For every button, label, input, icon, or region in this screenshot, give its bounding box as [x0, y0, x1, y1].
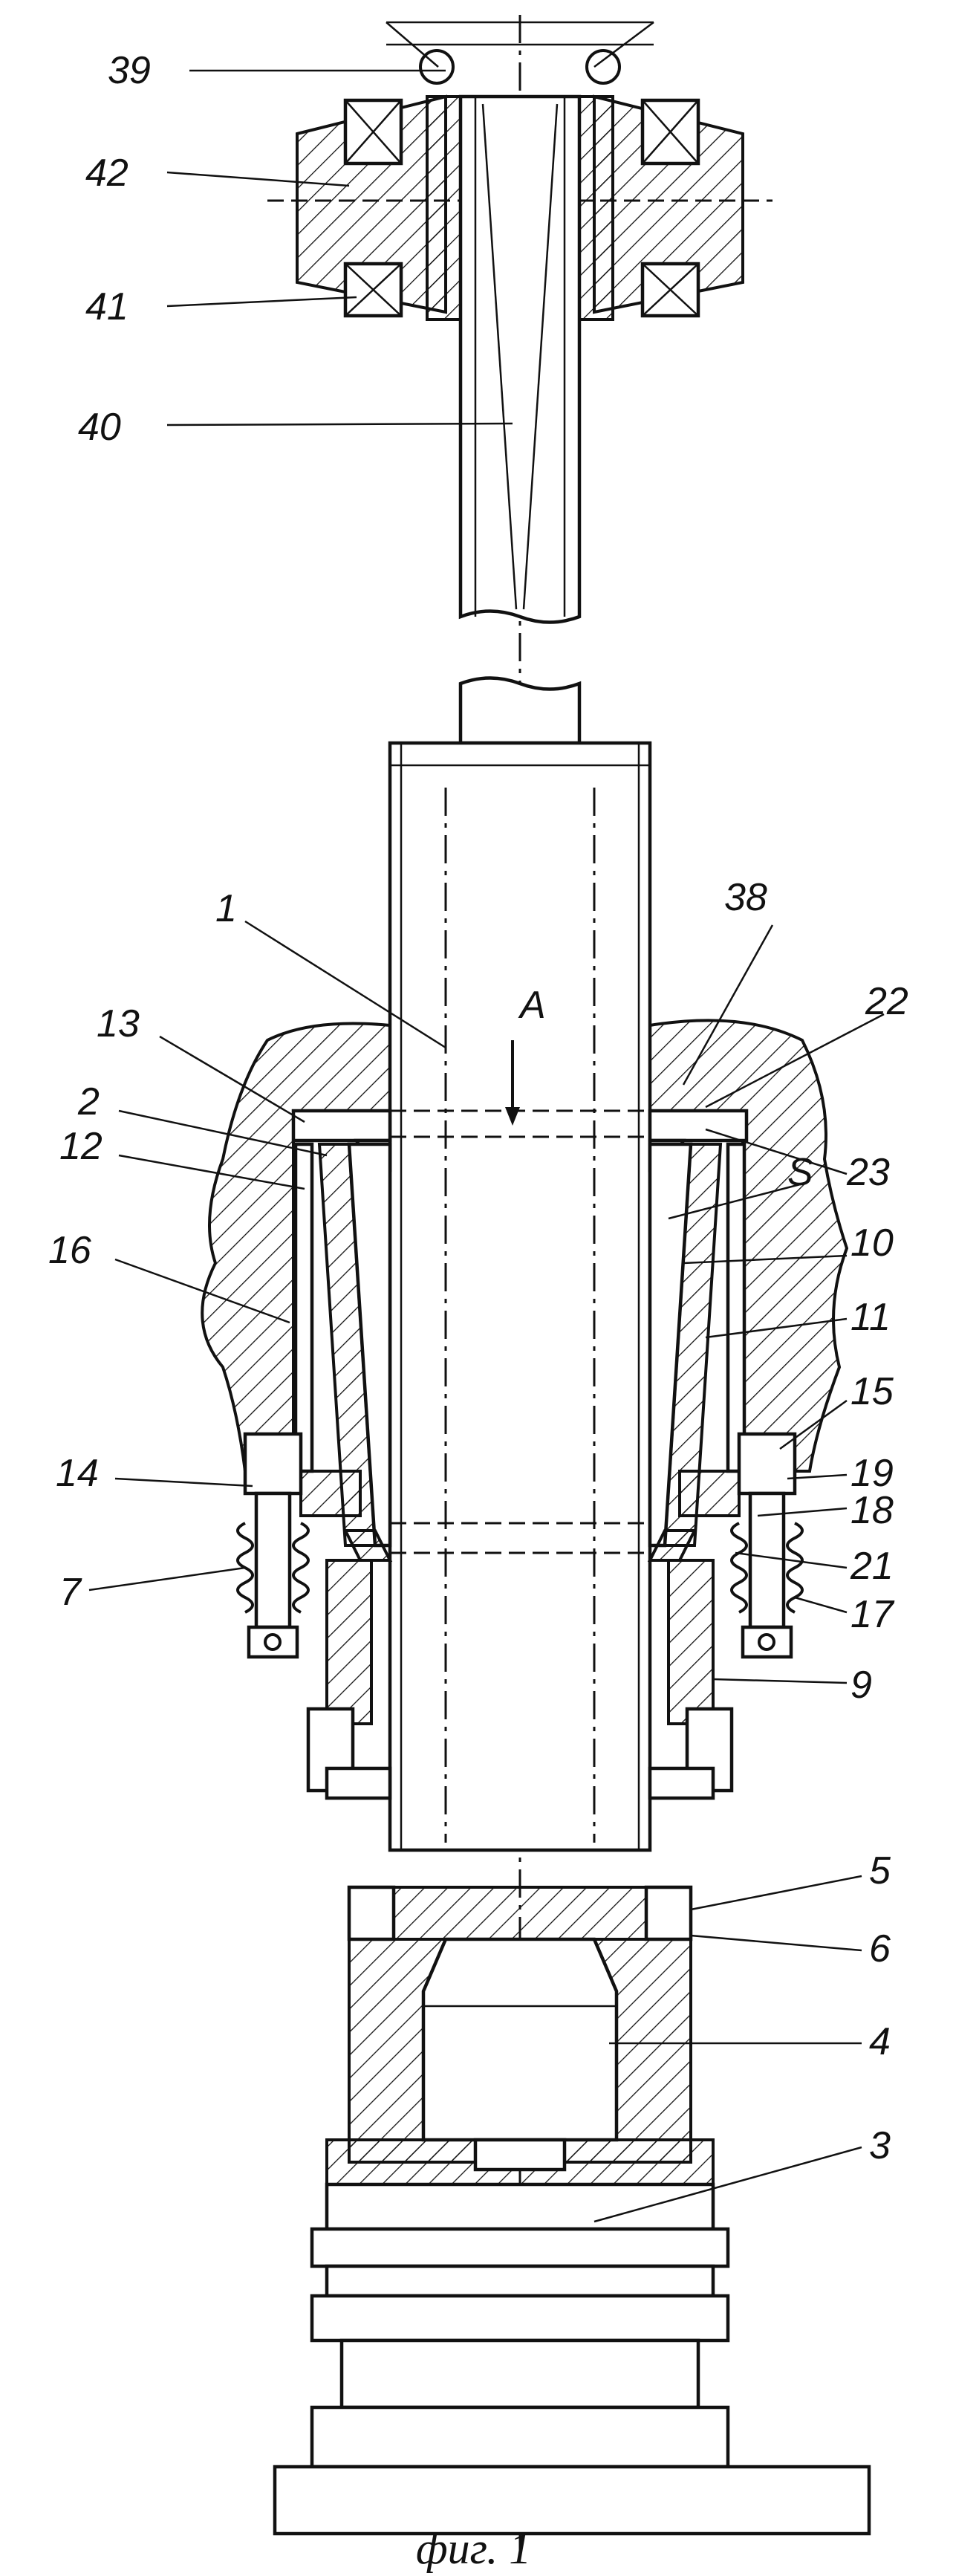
label-3: 3 — [869, 2124, 891, 2167]
label-38: 38 — [724, 876, 767, 919]
label-17: 17 — [850, 1593, 895, 1636]
label-41: 41 — [85, 285, 129, 328]
label-A: А — [518, 984, 546, 1027]
label-14: 14 — [56, 1452, 99, 1495]
label-22: 22 — [865, 980, 908, 1023]
label-42: 42 — [85, 152, 129, 195]
label-21: 21 — [850, 1545, 894, 1588]
label-5: 5 — [869, 1849, 891, 1892]
main-shaft-1 — [390, 743, 650, 1850]
label-6: 6 — [869, 1927, 891, 1970]
label-9: 9 — [850, 1664, 872, 1707]
label-2: 2 — [77, 1080, 100, 1123]
label-1: 1 — [215, 887, 237, 930]
label-S: S — [787, 1151, 813, 1194]
label-39: 39 — [108, 49, 151, 92]
label-15: 15 — [850, 1370, 894, 1413]
label-4: 4 — [869, 2020, 891, 2063]
spindle-40 — [461, 97, 579, 623]
label-18: 18 — [850, 1489, 894, 1532]
label-10: 10 — [850, 1222, 894, 1265]
label-7: 7 — [59, 1571, 82, 1614]
label-11: 11 — [850, 1296, 891, 1339]
label-12: 12 — [59, 1125, 103, 1168]
label-23: 23 — [846, 1151, 890, 1194]
label-13: 13 — [97, 1002, 140, 1045]
lower-assembly — [275, 1887, 869, 2534]
label-40: 40 — [78, 406, 121, 449]
figure-caption: фиг. 1 — [416, 2524, 531, 2573]
label-16: 16 — [48, 1229, 91, 1272]
spindle-stub — [461, 678, 579, 744]
